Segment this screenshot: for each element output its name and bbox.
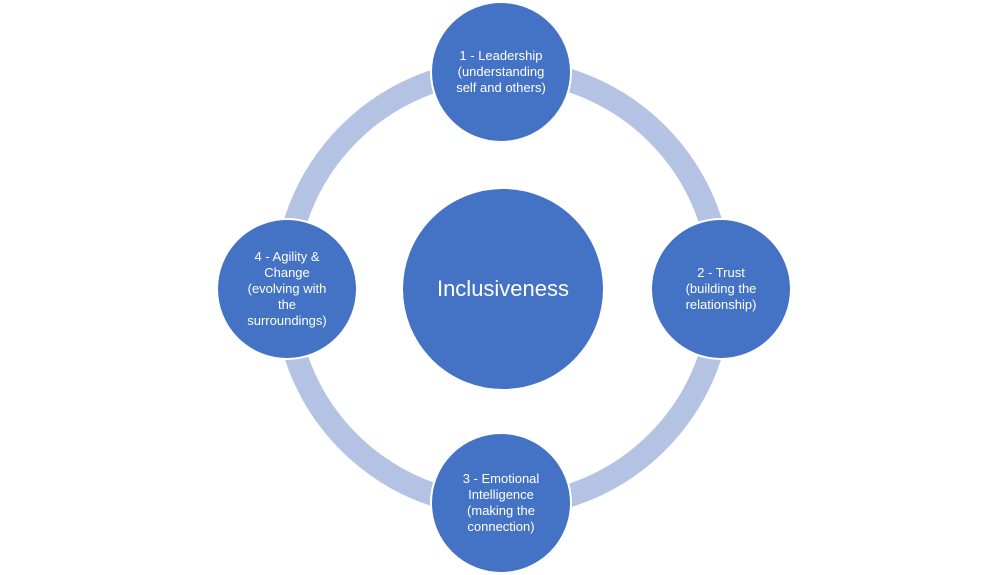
node-leadership: 1 - Leadership (understanding self and o… [430, 1, 572, 143]
node-trust-label: 2 - Trust (building the relationship) [685, 265, 757, 312]
node-trust: 2 - Trust (building the relationship) [650, 218, 792, 360]
node-agility-change: 4 - Agility & Change (evolving with the … [216, 218, 358, 360]
center-node-inclusiveness: Inclusiveness [401, 187, 605, 391]
node-emotional-intelligence: 3 - Emotional Intelligence (making the c… [430, 432, 572, 574]
node-emotional-intelligence-label: 3 - Emotional Intelligence (making the c… [462, 471, 540, 534]
node-leadership-label: 1 - Leadership (understanding self and o… [456, 48, 546, 95]
center-label: Inclusiveness [436, 276, 570, 301]
node-agility-change-label: 4 - Agility & Change (evolving with the … [247, 249, 327, 328]
